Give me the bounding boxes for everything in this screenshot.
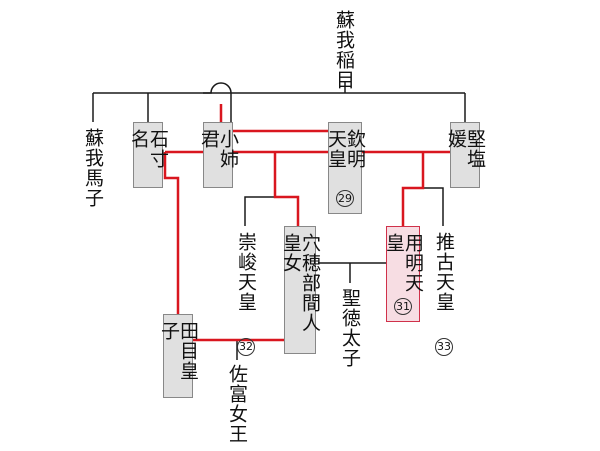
yomei-tenno-number: 31 [394,298,412,315]
shotoku-taishi: 聖徳太子 [339,288,361,368]
soga-iname-name: 蘇我稲目 [333,10,355,90]
oane-name: 小姉君 [198,129,239,169]
sakuraime-no-okimi: 佐富女王 [226,364,248,444]
oane: 小姉君 [198,122,239,188]
anahobe-no-hashihito-name: 穴穂部間人皇女 [280,233,321,333]
soga-umako-name: 蘇我馬子 [82,128,104,208]
red-oane-to-kinmei [219,104,345,133]
tame-no-miko-name: 田目皇子 [158,321,199,381]
red-oane-descent [273,152,300,226]
kitashihime: 堅塩媛 [445,122,486,188]
sushun-tenno-name: 崇峻天皇 [235,232,257,312]
kinmei-tenno: 欽明天皇 29 [325,122,366,214]
ishikina-name: 石寸名 [128,129,169,169]
kitashihime-name: 堅塩媛 [445,129,486,169]
kinmei-tenno-number: 29 [336,190,354,207]
red-kinmei-kitashihime-descent [401,152,425,226]
suiko-branch-line [423,187,444,226]
anahobe-no-hashihito: 穴穂部間人皇女 [280,226,321,354]
soga-iname: 蘇我稲目 [333,10,355,90]
tame-no-miko: 田目皇子 [158,314,199,398]
sakuraime-no-okimi-name: 佐富女王 [226,364,248,444]
ishikina: 石寸名 [128,122,169,188]
oane-drop-line [203,82,232,122]
suiko-tenno-name: 推古天皇 [433,232,455,312]
sushun-branch-line [244,196,275,226]
kinmei-tenno-name: 欽明天皇 [325,129,366,169]
sushun-tenno: 崇峻天皇 32 [235,232,257,356]
sushun-tenno-number: 32 [237,338,255,356]
shotoku-taishi-name: 聖徳太子 [339,288,361,368]
yomei-tenno: 用明天皇 31 [383,226,424,322]
soga-umako: 蘇我馬子 [82,128,104,208]
suiko-tenno-number: 33 [435,338,453,356]
yomei-tenno-name: 用明天皇 [383,233,424,293]
suiko-tenno: 推古天皇 33 [433,232,455,356]
red-ishikina-link [163,152,180,340]
